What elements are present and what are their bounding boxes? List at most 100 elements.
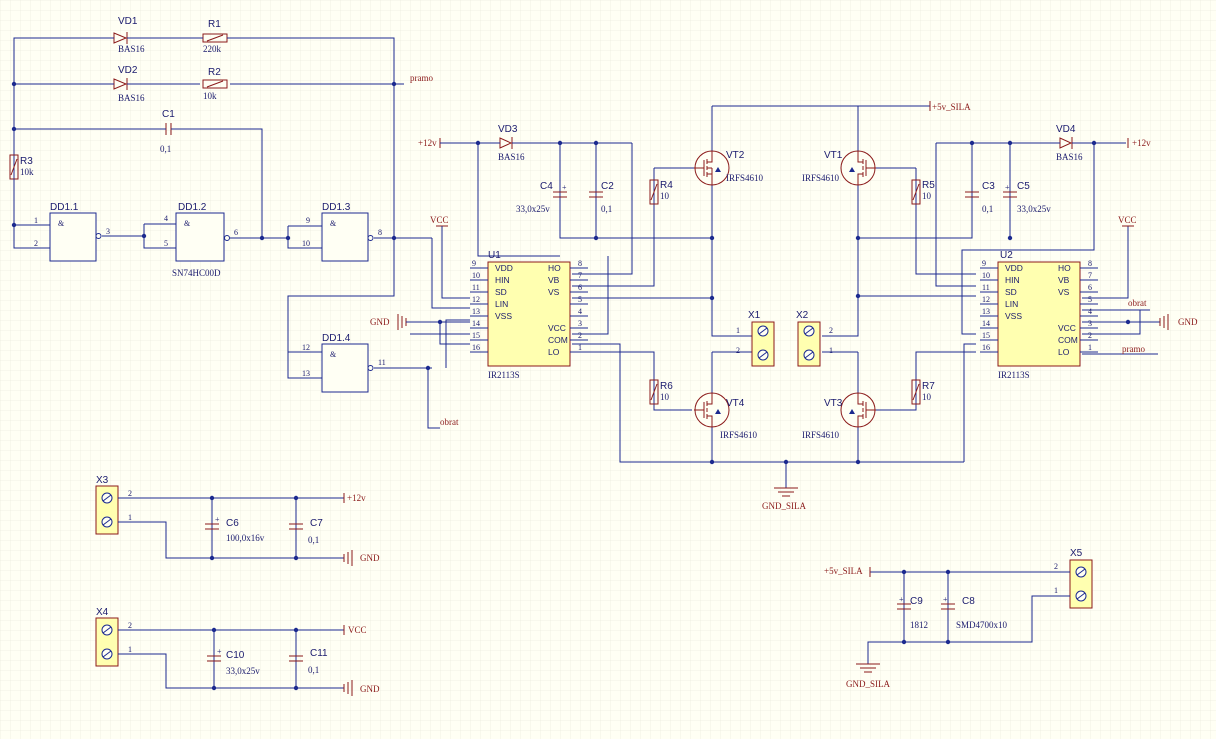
x2-pin2: 2	[829, 326, 833, 335]
dd1-2-symbol: &	[184, 219, 191, 228]
nand-gate-dd1-4: DD1.4 & 12 13 11	[302, 333, 386, 393]
resistor-r5: R5 10	[911, 179, 935, 205]
connector-x2: X2 2 1	[796, 310, 833, 367]
u1-pin-name-2: COM	[548, 335, 568, 345]
net-label-pramo-right: pramo	[1122, 344, 1145, 354]
resistor-r7: R7 10	[911, 379, 935, 405]
nand-gate-dd1-2: DD1.2 & 4 5 6 SN74HC00D	[158, 202, 238, 278]
u2-pin-name-12: LIN	[1005, 299, 1018, 309]
u2-pin-num-12: 12	[982, 295, 990, 304]
r5-value: 10	[922, 191, 932, 201]
capacitor-c8: + C8 SMD4700x10	[941, 595, 1008, 630]
dd1-3-pin10: 10	[302, 239, 310, 248]
x3-ref: X3	[96, 475, 109, 486]
dd1-2-value: SN74HC00D	[172, 268, 221, 278]
vd3-ref: VD3	[498, 124, 518, 135]
svg-text:+: +	[1005, 183, 1010, 192]
diode-vd1: VD1 BAS16	[108, 16, 145, 54]
power-port-12v-x3: +12v	[343, 493, 366, 503]
r3-ref: R3	[20, 156, 33, 167]
gnd-sila-port-bridge: GND_SILA	[762, 487, 806, 511]
c9-ref: C9	[910, 596, 923, 607]
u2-pin-num-5: 5	[1088, 295, 1092, 304]
resistor-r6: R6 10	[649, 379, 673, 405]
vd4-value: BAS16	[1056, 152, 1083, 162]
net-label-obrat-left: obrat	[440, 417, 459, 427]
capacitor-c2: C2 0,1	[589, 181, 614, 214]
c10-ref: C10	[226, 650, 245, 661]
dd1-3-ref: DD1.3	[322, 202, 351, 213]
vt1-value: IRFS4610	[802, 173, 840, 183]
u2-pin-name-9: VDD	[1005, 263, 1023, 273]
u2-pin-name-10: HIN	[1005, 275, 1020, 285]
mosfet-vt3: VT3 IRFS4610	[802, 392, 876, 440]
x4-pin2: 2	[128, 621, 132, 630]
u1-pin-num-15: 15	[472, 331, 480, 340]
vt2-value: IRFS4610	[726, 173, 764, 183]
u2-pin-num-1: 1	[1088, 343, 1092, 352]
junction-dots	[11, 81, 1131, 691]
dd1-3-symbol: &	[330, 219, 337, 228]
u2-pin-num-16: 16	[982, 343, 990, 352]
dd1-4-symbol: &	[330, 350, 337, 359]
c1-value: 0,1	[160, 144, 171, 154]
c4-value: 33,0x25v	[516, 204, 550, 214]
gnd-port-u1: GND	[370, 314, 410, 330]
resistor-r2: R2 10k	[202, 67, 228, 101]
gnd-x3-label: GND	[360, 553, 380, 563]
u1-pin-name-13: VSS	[495, 311, 512, 321]
vt4-value: IRFS4610	[720, 430, 758, 440]
u1-pin-num-8: 8	[578, 259, 582, 268]
resistor-r1: R1 220k	[198, 19, 230, 54]
x3-pin1: 1	[128, 513, 132, 522]
c6-value: 100,0x16v	[226, 533, 265, 543]
u2-pin-num-10: 10	[982, 271, 990, 280]
c7-ref: C7	[310, 518, 323, 529]
u2-pin-name-6: VS	[1058, 287, 1070, 297]
u1-pin-name-10: HIN	[495, 275, 510, 285]
port-vcc-x4-label: VCC	[348, 625, 367, 635]
vt2-ref: VT2	[726, 150, 745, 161]
dd1-2-pin4: 4	[164, 214, 168, 223]
power-port-vcc-x4: VCC	[343, 625, 367, 635]
c5-value: 33,0x25v	[1017, 204, 1051, 214]
u1-pin-num-9: 9	[472, 259, 476, 268]
svg-text:+: +	[215, 515, 220, 524]
c3-value: 0,1	[982, 204, 993, 214]
vt4-ref: VT4	[726, 398, 745, 409]
u2-pin-name-11: SD	[1005, 287, 1017, 297]
c8-value: SMD4700x10	[956, 620, 1008, 630]
resistor-r4: R4 10	[649, 179, 673, 205]
u1-pin-num-14: 14	[472, 319, 480, 328]
c5-ref: C5	[1017, 181, 1030, 192]
vd3-value: BAS16	[498, 152, 525, 162]
capacitor-c6: + C6 100,0x16v	[205, 515, 265, 543]
x5-pin2: 2	[1054, 562, 1058, 571]
capacitor-c3: C3 0,1	[965, 181, 995, 214]
u1-pin-name-11: SD	[495, 287, 507, 297]
gnd-sila-x5-label: GND_SILA	[846, 679, 890, 689]
u1-pin-name-1: LO	[548, 347, 560, 357]
u1-pin-name-7: VB	[548, 275, 560, 285]
u2-pin-num-14: 14	[982, 319, 990, 328]
capacitor-c7: C7 0,1	[289, 518, 323, 545]
r1-value: 220k	[203, 44, 222, 54]
dd1-1-pin2: 2	[34, 239, 38, 248]
c2-value: 0,1	[601, 204, 612, 214]
c7-value: 0,1	[308, 535, 319, 545]
u2-pin-name-8: HO	[1058, 263, 1071, 273]
dd1-1-symbol: &	[58, 219, 65, 228]
vt1-ref: VT1	[824, 150, 843, 161]
port-5v-sila-top-label: +5v_SILA	[932, 102, 971, 112]
svg-text:+: +	[217, 647, 222, 656]
u1-pin-num-6: 6	[578, 283, 582, 292]
x5-ref: X5	[1070, 548, 1083, 559]
r6-ref: R6	[660, 381, 673, 392]
c4-ref: C4	[540, 181, 553, 192]
u1-pin-num-13: 13	[472, 307, 480, 316]
u2-pin-num-8: 8	[1088, 259, 1092, 268]
dd1-3-pin9: 9	[306, 216, 310, 225]
vd1-value: BAS16	[118, 44, 145, 54]
